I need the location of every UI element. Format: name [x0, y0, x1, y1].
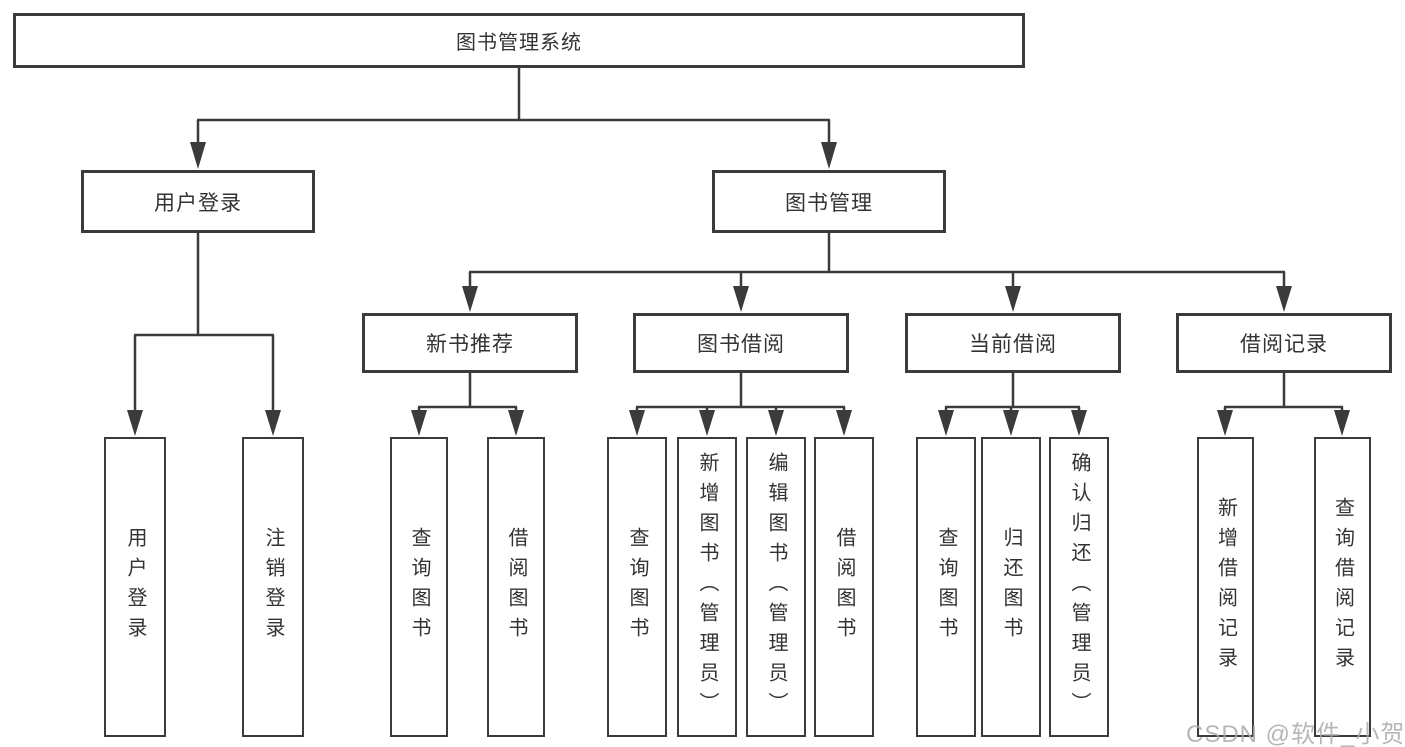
node-nbr-borrow-books: 借阅图书	[487, 437, 545, 737]
node-logout: 注销登录	[242, 437, 304, 737]
node-nbr-query-books: 查询图书	[390, 437, 448, 737]
node-user-login: 用户登录	[104, 437, 166, 737]
node-library-system: 图书管理系统	[13, 13, 1025, 68]
node-bb-edit-books-admin: 编辑图书（管理员）	[746, 437, 806, 737]
watermark-text: CSDN @软件_小贺同学	[1186, 721, 1405, 747]
node-user-login-group: 用户登录	[81, 170, 315, 233]
node-book-management: 图书管理	[712, 170, 946, 233]
node-cb-confirm-return-admin: 确认归还（管理员）	[1049, 437, 1109, 737]
node-new-book-recommend: 新书推荐	[362, 313, 578, 373]
node-bb-borrow-books: 借阅图书	[814, 437, 874, 737]
node-br-query-record: 查询借阅记录	[1314, 437, 1371, 737]
node-bb-add-books-admin: 新增图书（管理员）	[677, 437, 737, 737]
node-cb-return-books: 归还图书	[981, 437, 1041, 737]
node-cb-query-books: 查询图书	[916, 437, 976, 737]
node-bb-query-books: 查询图书	[607, 437, 667, 737]
node-current-borrowing: 当前借阅	[905, 313, 1121, 373]
node-br-add-record: 新增借阅记录	[1197, 437, 1254, 737]
node-borrowing-records: 借阅记录	[1176, 313, 1392, 373]
node-book-borrowing: 图书借阅	[633, 313, 849, 373]
